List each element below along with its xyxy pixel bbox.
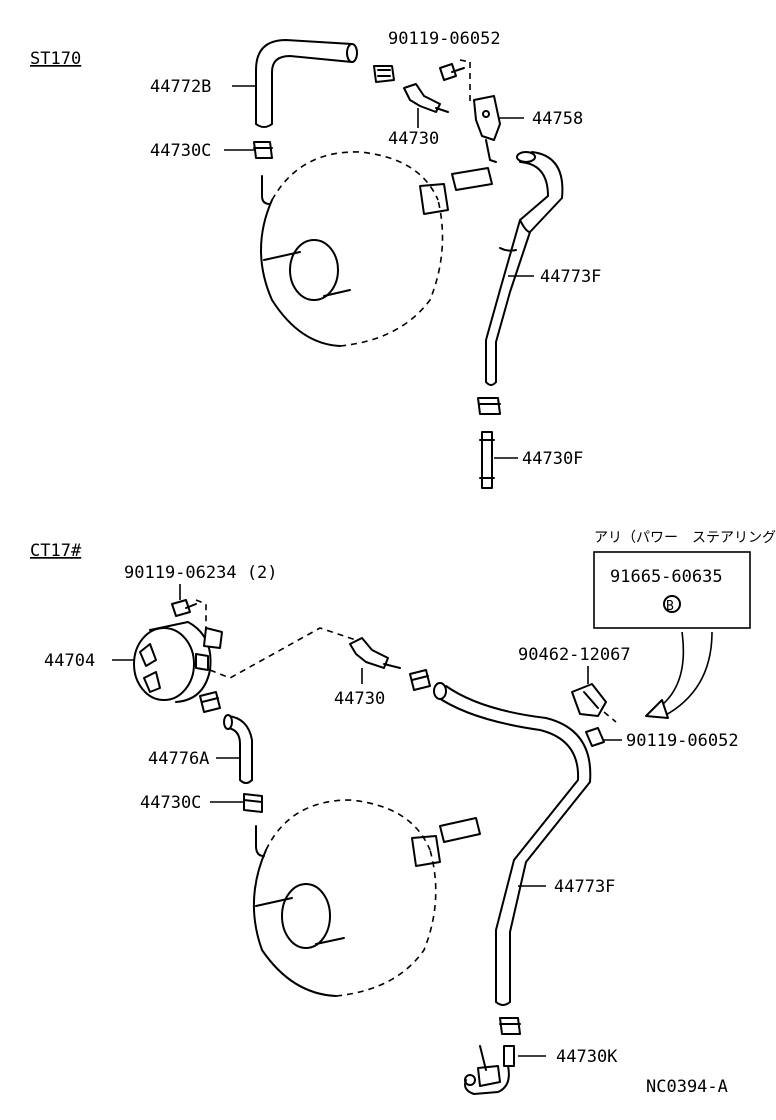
label-90119-06234: 90119-06234 (2) [124, 563, 278, 583]
clip-90462-12067 [571, 683, 607, 717]
diagram-code: NC0394-A [646, 1077, 728, 1097]
label-44730-top: 44730 [388, 129, 439, 149]
clamp-44730c-top [253, 141, 273, 159]
label-90462-12067: 90462-12067 [518, 645, 631, 665]
union-clip [409, 669, 431, 691]
label-44730f: 44730F [522, 449, 583, 469]
clamp-44730c-bottom [243, 793, 263, 813]
label-90119-06052-bottom: 90119-06052 [626, 731, 739, 751]
pump-clip [199, 691, 221, 713]
bracket-44758 [473, 95, 501, 163]
label-90119-06052-top: 90119-06052 [388, 29, 501, 49]
callout-note: アリ（パワー ステアリング） [594, 530, 776, 546]
callout-marker-circle [663, 595, 681, 613]
callout-box [593, 551, 751, 629]
screw-90119-06234 [171, 599, 197, 617]
union-44730-bottom [349, 637, 401, 669]
hose-clip [373, 65, 395, 83]
pipe-44730f [479, 431, 495, 489]
hose-44776a [223, 714, 253, 784]
brake-booster-bottom [252, 799, 481, 997]
valve-clamp [499, 1017, 521, 1035]
screw-90119-06052-bottom [585, 727, 605, 747]
label-91665-60635: 91665-60635 [610, 567, 723, 587]
callout-arrow-a [651, 631, 685, 713]
callout-marker: B [666, 599, 674, 614]
label-44773f-top: 44773F [540, 267, 601, 287]
label-44772b: 44772B [150, 77, 211, 97]
section-ct17: CT17# 90119-06234 (2) 44704 44730 [30, 530, 776, 1095]
hose-44773f-top [485, 151, 564, 386]
section-heading-ct17: CT17# [30, 541, 82, 561]
hose-44773f-bottom [433, 682, 592, 1006]
label-44730k: 44730K [556, 1047, 618, 1067]
brake-booster-top [260, 151, 493, 347]
label-44730c-bottom: 44730C [140, 793, 201, 813]
callout-arrow-head [645, 699, 669, 719]
label-44776a: 44776A [148, 749, 209, 769]
label-44730c-top: 44730C [150, 141, 211, 161]
vacuum-pump-44704 [133, 621, 223, 703]
section-heading-st170: ST170 [30, 49, 81, 69]
label-44704: 44704 [44, 651, 95, 671]
callout-arrow-b [663, 631, 713, 717]
screw-90119-06052 [439, 63, 465, 81]
pipe-clamp-top [477, 397, 501, 415]
check-valve-44730k [464, 1045, 515, 1095]
hose-44772b [255, 39, 358, 128]
label-44773f-bottom: 44773F [554, 877, 615, 897]
union-44730-top [403, 83, 449, 113]
label-44730-bottom: 44730 [334, 689, 385, 709]
section-st170: ST170 44772B 90119-06052 44730 [30, 29, 601, 489]
label-44758: 44758 [532, 109, 583, 129]
